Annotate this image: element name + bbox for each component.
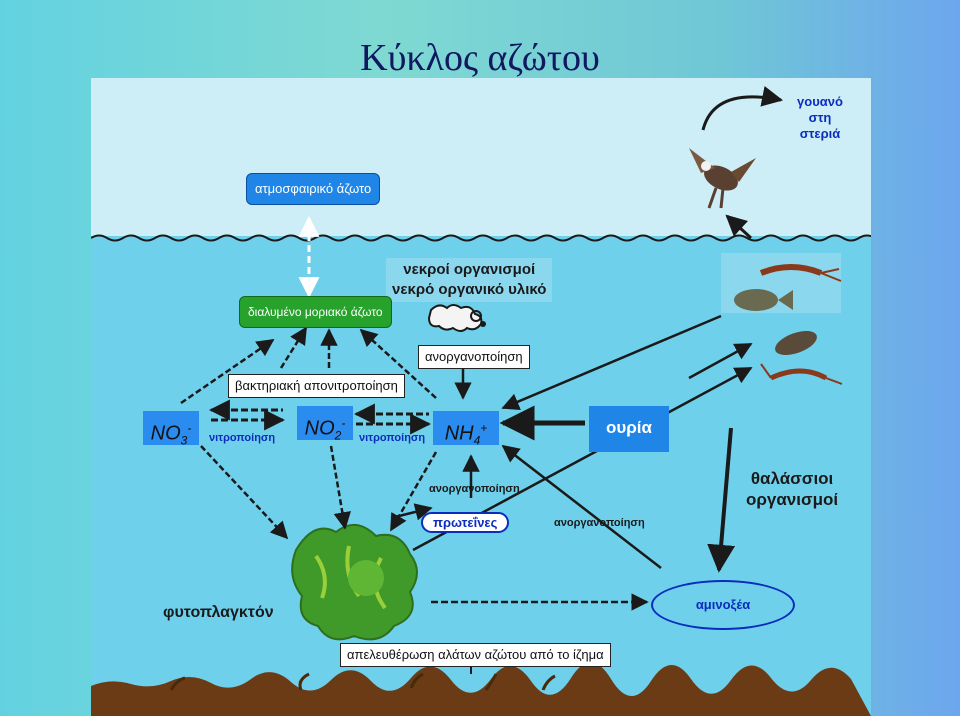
atmospheric-nitrogen-box: ατμοσφαιρικό άζωτο <box>246 173 381 205</box>
ammonium-box: NH4+ <box>433 411 499 448</box>
arrow-no2-to-phyto <box>329 445 351 530</box>
proteins-box: πρωτεΐνες <box>421 512 510 533</box>
dead-organisms-line-1: νεκροί οργανισμοί <box>403 261 536 278</box>
guano-line-2: στη <box>808 110 832 125</box>
diagram-canvas <box>91 78 871 716</box>
marine-organisms-line-1: θαλάσσιοι <box>750 469 834 488</box>
arrow-denit-3 <box>359 328 437 399</box>
sediment-release-label: απελευθέρωση αλάτων αζώτου από το ίζημα <box>340 643 611 667</box>
nitrite-box: NO2- <box>297 406 353 443</box>
ammonium-sup: + <box>480 421 488 435</box>
water-surface <box>91 234 871 242</box>
nitrite-sub: 2 <box>334 428 342 443</box>
arrow-amino-to-nh4 <box>501 444 662 569</box>
nitrate-box: NO3- <box>143 411 199 448</box>
arrow-organisms-to-nh4 <box>501 314 722 410</box>
arrow-denit-4 <box>180 338 275 405</box>
nitrate-sub: 3 <box>180 433 188 448</box>
bird-icon <box>689 148 756 209</box>
nitrite-sup: - <box>341 416 346 430</box>
seabed-icon <box>91 662 871 716</box>
amino-acids-ellipse: αμινοξέα <box>651 580 795 630</box>
arrow-to-bird <box>725 214 753 240</box>
dead-organisms-line-2: νεκρό οργανικό υλικό <box>392 281 547 298</box>
urea-box: ουρία <box>589 406 669 452</box>
dissolved-nitrogen-box: διαλυμένο μοριακό άζωτο <box>239 296 392 328</box>
dead-organisms-label: νεκροί οργανισμοί νεκρό οργανικό υλικό <box>386 258 553 302</box>
sky-area <box>91 78 871 240</box>
arrow-no3-to-phyto <box>200 445 289 540</box>
phytoplankton-icon <box>291 524 418 641</box>
ammonium-sub: 4 <box>473 433 481 448</box>
arrow-organisms-right <box>688 342 753 380</box>
marine-organisms-line-2: οργανισμοί <box>746 490 839 509</box>
arrow-phyto-proteins <box>390 503 433 521</box>
nitrification-label-2: νιτροποίηση <box>359 432 426 444</box>
mineralization-top-label: ανοργανοποίηση <box>418 345 530 369</box>
mineralization-right-label: ανοργανοποίηση <box>554 517 645 529</box>
arrow-to-guano <box>701 86 784 131</box>
nitrogen-cycle-diagram: γουανό στη στεριά ατμοσφαιρικό άζωτο νεκ… <box>91 78 871 716</box>
slide-title: Κύκλος αζώτου <box>360 37 600 79</box>
nitrite-base: NO <box>304 417 335 440</box>
arrow-organisms-to-amino <box>707 427 736 573</box>
guano-label: γουανό στη στεριά <box>789 94 851 142</box>
ammonium-base: NH <box>444 422 474 445</box>
mineralization-mid-label: ανοργανοποίηση <box>429 483 520 495</box>
arrow-denit-1 <box>279 326 308 369</box>
detritus-icon <box>427 304 486 332</box>
phytoplankton-label: φυτοπλαγκτόν <box>163 604 274 621</box>
guano-line-3: στεριά <box>799 126 841 141</box>
marine-organisms-label: θαλάσσιοι οργανισμοί <box>746 468 838 510</box>
denitrification-label: βακτηριακή απονιτροποίηση <box>228 374 405 398</box>
nitrate-sup: - <box>187 421 192 435</box>
nitrate-base: NO <box>150 422 181 445</box>
fish-icon <box>734 289 843 385</box>
guano-line-1: γουανό <box>797 94 843 109</box>
nitrification-label-1: νιτροποίηση <box>209 432 276 444</box>
